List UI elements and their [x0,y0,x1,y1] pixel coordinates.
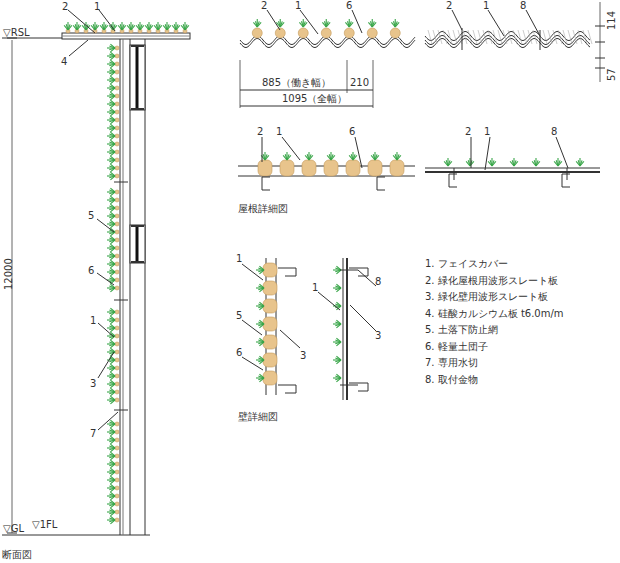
label: 57 [606,68,617,81]
callout-number: 2 [465,126,471,137]
callout-number: 3 [300,350,306,361]
callout-number: 1 [94,1,100,12]
callout-number: 1 [312,282,318,293]
column [130,39,131,535]
callout-number: 3 [375,330,381,341]
label: 210 [350,77,369,88]
label: 885（働き幅） [262,77,331,88]
callout-number: 8 [551,126,557,137]
label: ▽GL [3,523,24,534]
callout-number: 2 [261,0,267,11]
dimension-line [240,106,373,107]
callout-number: 6 [236,347,242,358]
callout-number: 6 [88,265,94,276]
callout-number: 1 [484,126,490,137]
legend-note: 8. 取付金物 [425,374,478,385]
callout-number: 2 [446,0,452,11]
callout-number: 5 [88,210,94,221]
roof-slab [62,33,190,39]
callout-number: 5 [236,310,242,321]
label: 断面図 [2,549,32,560]
legend-note: 5. 土落下防止網 [425,324,498,335]
label: 114 [606,11,617,30]
beam [130,45,145,110]
callout-number: 8 [375,276,381,287]
level-line [2,535,150,536]
beam [130,225,145,263]
callout-number: 1 [236,253,242,264]
callout-number: 7 [90,428,96,439]
callout-number: 3 [90,378,96,389]
label: 壁詳細図 [238,411,278,422]
dimension-line [240,90,373,91]
callout-number: 2 [62,1,68,12]
wall [120,39,121,535]
legend-note: 4. 硅酸カルシウム板 t6.0m/m [425,308,564,319]
callout-number: 6 [349,126,355,137]
callout-number: 8 [520,0,526,11]
legend-note: 2. 緑化屋根用波形スレート板 [425,275,558,286]
callout-number: 4 [61,56,67,67]
legend-note: 6. 軽量土団子 [425,341,488,352]
legend-note: 1. フェイスカバー [425,258,508,269]
label: ▽1FL [32,519,57,530]
label: 屋根詳細図 [238,203,288,214]
label: 12000 [3,258,14,290]
legend-note: 3. 緑化壁用波形スレート板 [425,291,548,302]
callout-number: 2 [257,126,263,137]
label: 1095（全幅） [282,93,347,104]
callout-number: 6 [346,0,352,11]
callout-number: 1 [90,315,96,326]
label: ▽RSL [3,27,30,38]
callout-number: 1 [483,0,489,11]
callout-number: 1 [276,126,282,137]
legend-note: 7. 専用水切 [425,357,478,368]
callout-number: 1 [295,0,301,11]
